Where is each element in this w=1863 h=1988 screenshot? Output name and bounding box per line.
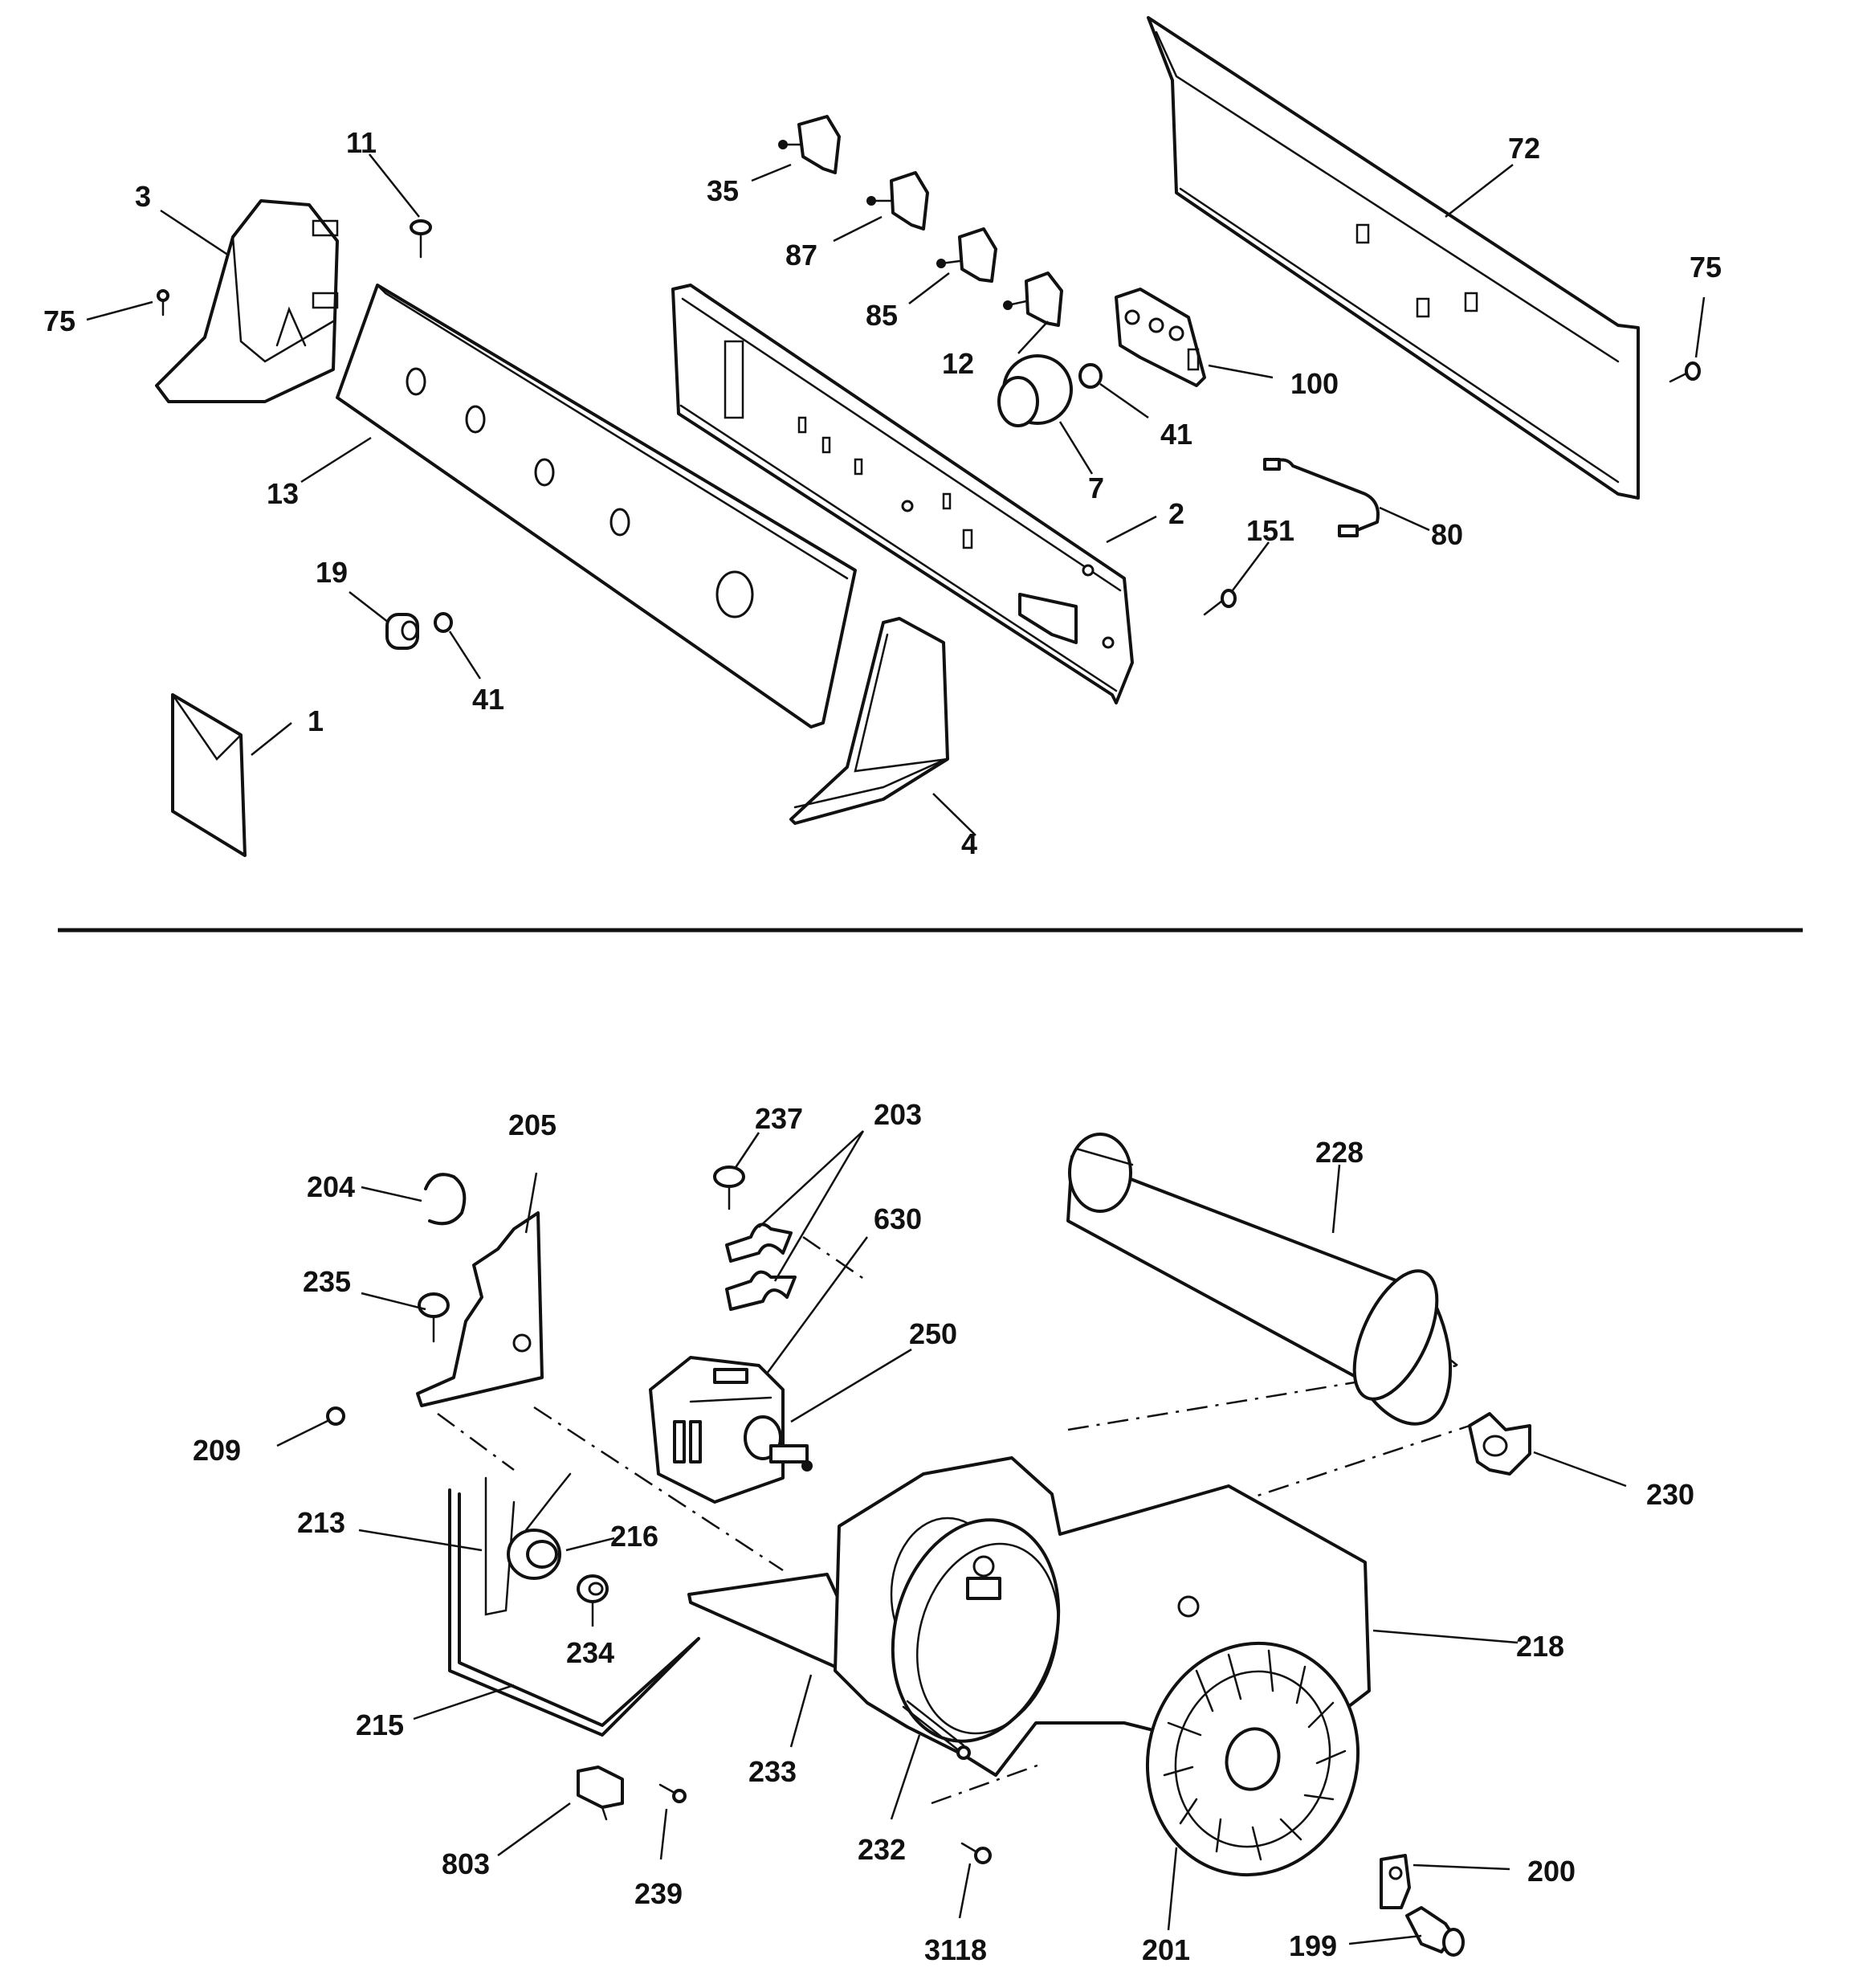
lower-section — [276, 1130, 1627, 1957]
label-203: 203 — [874, 1098, 922, 1131]
part-199-bolt — [1405, 1906, 1465, 1957]
part-237-screw — [713, 1165, 745, 1210]
part-3-left-endcap — [155, 199, 339, 403]
label-11: 11 — [346, 126, 377, 159]
label-41-lower: 41 — [472, 683, 504, 716]
part-4-right-endcap — [789, 617, 949, 825]
part-204-clamp — [424, 1173, 467, 1226]
label-215: 215 — [356, 1708, 404, 1741]
part-75-screw-left — [157, 289, 169, 316]
label-218: 218 — [1516, 1630, 1564, 1663]
label-2: 2 — [1168, 497, 1184, 530]
label-216: 216 — [610, 1520, 658, 1553]
label-803: 803 — [442, 1847, 490, 1880]
part-72-back-panel — [1147, 16, 1640, 500]
label-3118: 3118 — [924, 1933, 987, 1966]
part-3118-screw — [960, 1842, 992, 1864]
label-235: 235 — [303, 1265, 351, 1298]
label-35: 35 — [707, 174, 739, 207]
label-1: 1 — [308, 704, 324, 737]
part-41-spring-upper — [1078, 363, 1103, 389]
label-232: 232 — [858, 1833, 906, 1866]
label-250: 250 — [909, 1317, 957, 1350]
label-199: 199 — [1289, 1929, 1337, 1962]
part-11-screw — [410, 219, 432, 259]
label-201: 201 — [1142, 1933, 1190, 1966]
label-80: 80 — [1431, 518, 1463, 551]
lower-leader-lines — [276, 1130, 1627, 1945]
label-233: 233 — [748, 1755, 797, 1788]
part-209-nut — [326, 1406, 345, 1426]
label-204: 204 — [307, 1170, 355, 1203]
label-19: 19 — [316, 556, 348, 589]
part-239-screw — [658, 1783, 687, 1803]
label-75-right: 75 — [1690, 251, 1722, 284]
part-803-thermal-fuse — [577, 1766, 624, 1821]
label-205: 205 — [508, 1108, 556, 1141]
label-75-left: 75 — [43, 304, 75, 337]
part-87-switch — [866, 171, 929, 231]
part-235-screw — [418, 1292, 450, 1343]
part-19-knob — [385, 613, 419, 650]
part-250-motor-shaft — [744, 1415, 813, 1472]
part-230-clip — [1468, 1412, 1531, 1476]
label-200: 200 — [1527, 1855, 1576, 1888]
part-100-timer — [1115, 288, 1206, 387]
part-203-clip-upper — [725, 1223, 793, 1263]
label-85: 85 — [866, 299, 898, 332]
part-41-spring-lower — [434, 612, 453, 633]
part-151-screw — [1203, 589, 1237, 616]
part-80-wire-harness — [1263, 458, 1380, 537]
label-72: 72 — [1508, 132, 1540, 165]
label-630: 630 — [874, 1202, 922, 1235]
part-200-bracket — [1380, 1854, 1411, 1909]
part-7-knob — [997, 354, 1073, 427]
label-239: 239 — [634, 1877, 683, 1910]
upper-section — [86, 16, 1706, 857]
label-237: 237 — [755, 1102, 803, 1135]
label-234: 234 — [566, 1636, 614, 1669]
part-12-switch — [1003, 271, 1063, 327]
label-151: 151 — [1246, 514, 1294, 547]
label-230: 230 — [1646, 1478, 1694, 1511]
part-13-control-panel — [336, 284, 857, 729]
part-1-literature — [171, 693, 247, 857]
label-228: 228 — [1315, 1136, 1364, 1169]
part-75-screw-right — [1669, 361, 1701, 383]
part-2-control-frame — [671, 284, 1134, 704]
part-232-rod — [902, 1700, 971, 1760]
upper-leader-lines — [86, 153, 1706, 836]
callout-labels: 11 3 75 13 19 41 1 4 2 7 41 100 12 85 87… — [43, 126, 1722, 1966]
label-13: 13 — [267, 477, 299, 510]
part-228-duct — [1066, 1133, 1453, 1426]
label-209: 209 — [193, 1434, 241, 1467]
label-4: 4 — [961, 827, 977, 860]
part-203-clip-lower — [725, 1270, 797, 1311]
part-85-switch — [936, 227, 997, 283]
part-234-washer — [577, 1574, 609, 1603]
label-7: 7 — [1088, 471, 1104, 504]
label-3: 3 — [135, 180, 151, 213]
label-41-upper: 41 — [1160, 418, 1192, 451]
part-35-switch — [778, 115, 841, 174]
part-215-idler-rod — [448, 1488, 700, 1737]
label-87: 87 — [785, 239, 817, 271]
part-216-idler-pulley — [507, 1529, 561, 1580]
part-201-blower-wheel — [1145, 1641, 1360, 1877]
label-213: 213 — [297, 1506, 345, 1539]
part-205-bracket — [416, 1211, 544, 1407]
label-100: 100 — [1290, 367, 1339, 400]
label-12: 12 — [942, 347, 974, 380]
part-630-motor — [649, 1356, 785, 1504]
